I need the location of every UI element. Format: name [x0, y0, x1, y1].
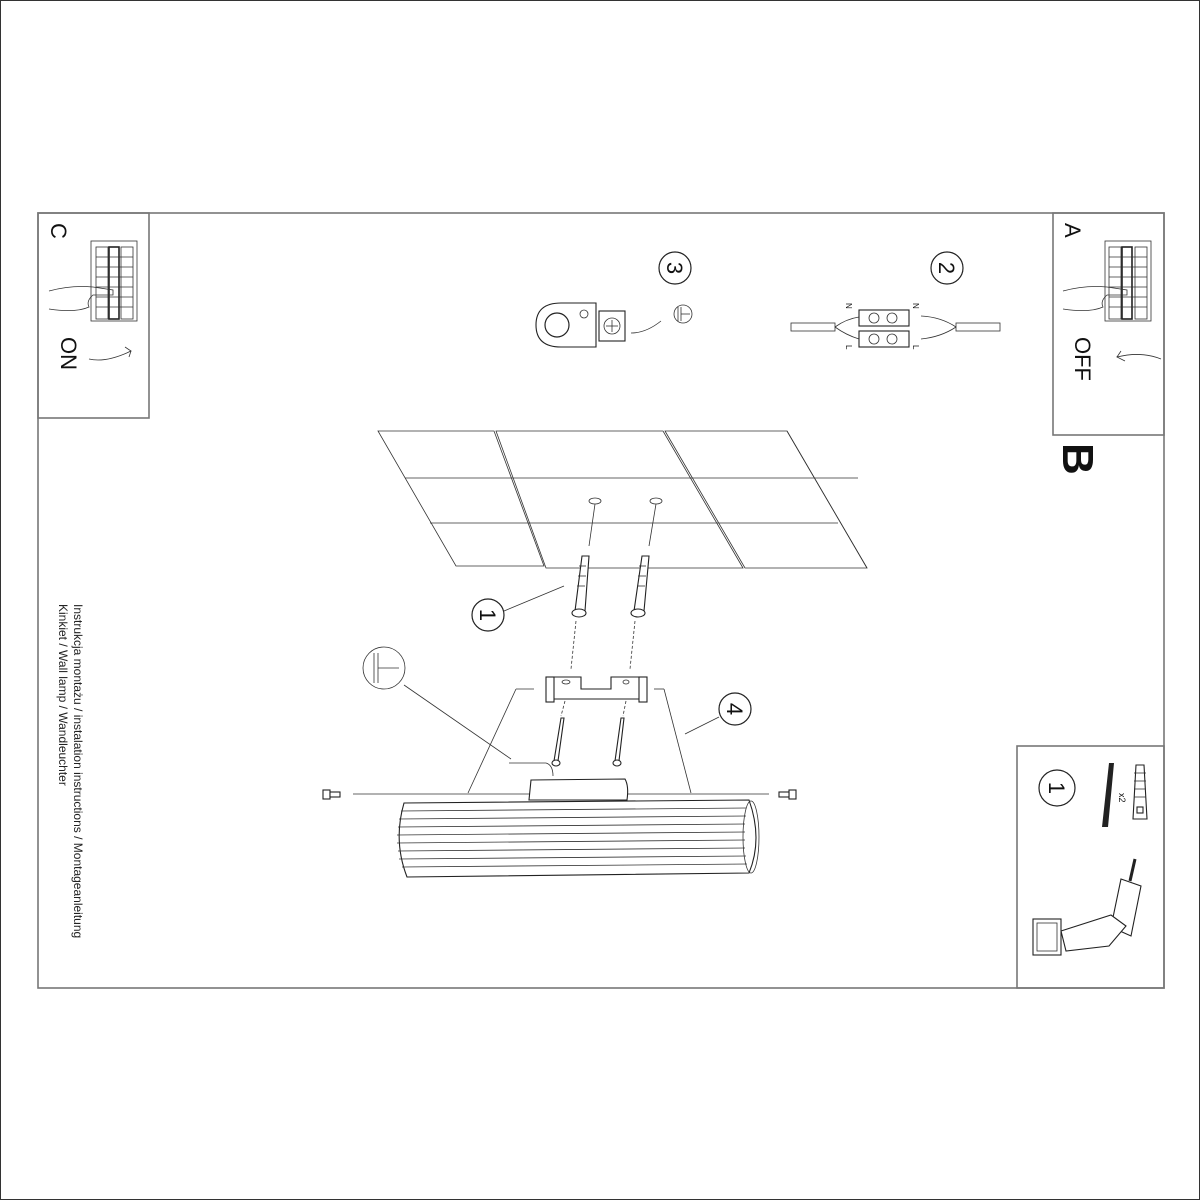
panel-c-letter: C [46, 223, 71, 239]
step-1-wall-plugs: 1 [471, 555, 650, 670]
neutral-label-right: N [911, 303, 920, 309]
lamp-mounting-plate [528, 778, 629, 801]
breaker-box-icon [1104, 240, 1152, 322]
panel-c-state-label: ON [56, 337, 81, 370]
panel-a-letter: A [1060, 223, 1085, 238]
step-1-number: 1 [475, 609, 500, 621]
wall-plug-icon [571, 555, 590, 618]
panel-c-switch-on: C ON [46, 223, 138, 370]
panel-a-state-label: OFF [1070, 337, 1095, 381]
step-3-number: 3 [662, 262, 687, 274]
title-line-product: Kinkiet / Wall lamp / Wandleuchter [56, 604, 70, 786]
ground-icon [673, 304, 693, 324]
step-4-number: 4 [722, 703, 747, 715]
parts-box: 1 x2 [1032, 763, 1148, 956]
step-4-lamp-mounting: 4 [467, 688, 752, 794]
hand-icon [48, 286, 114, 311]
live-label-right: L [911, 345, 920, 350]
wall-plug-icon [1132, 764, 1148, 820]
title-line-instructions: Instrukcja montażu / instalation instruc… [71, 604, 85, 939]
main-frame [37, 212, 1165, 989]
ground-callout [362, 646, 554, 777]
panel-a-switch-off: A OFF [1060, 223, 1162, 381]
live-label-left: L [844, 345, 853, 350]
breaker-box-icon [90, 240, 138, 322]
step-2-number: 2 [934, 262, 959, 274]
document-title: Instrukcja montażu / instalation instruc… [55, 604, 85, 938]
parts-step-number: 1 [1044, 782, 1069, 794]
quantity-label: x2 [1117, 793, 1127, 803]
step-3-earth-connection: 3 [535, 251, 693, 348]
ceiling-tiles [377, 430, 868, 569]
mounting-bracket [516, 676, 664, 703]
step-2-wiring: 2 N N L L [790, 251, 1001, 350]
wall-plug-icon [630, 555, 650, 618]
lamp-body [396, 799, 760, 878]
arrow-down-icon [1115, 350, 1162, 362]
panel-b-letter: B [1053, 443, 1102, 475]
arrow-up-icon [88, 346, 132, 361]
screws [551, 700, 627, 767]
screw-icon [1102, 763, 1114, 827]
hand-icon [1062, 286, 1128, 311]
drill-icon [1032, 858, 1142, 956]
neutral-label-left: N [844, 303, 853, 309]
